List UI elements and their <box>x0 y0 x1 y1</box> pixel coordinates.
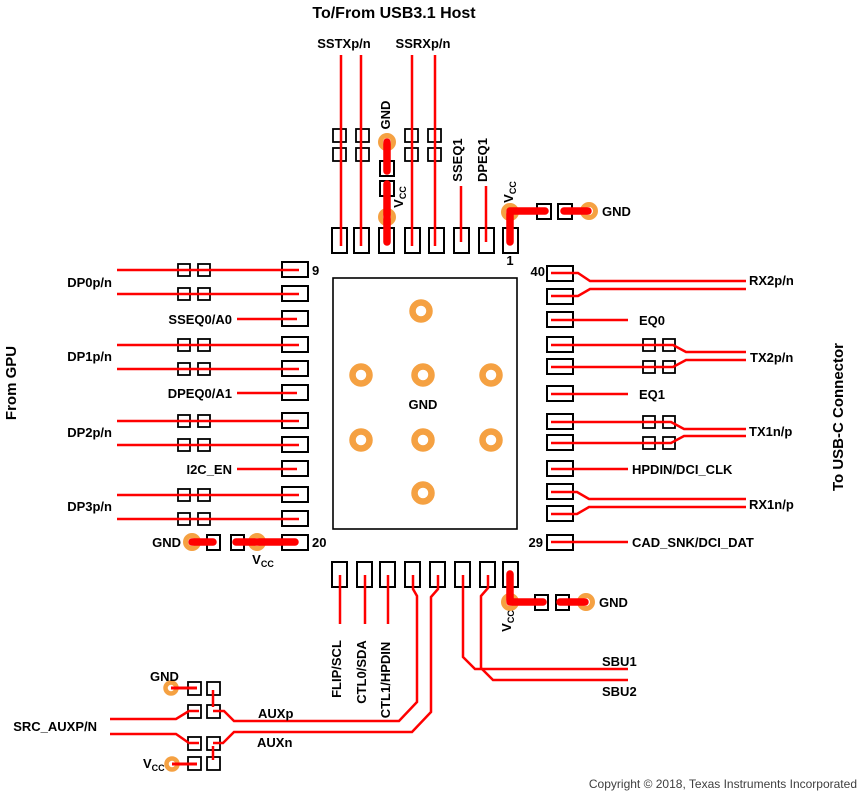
label-gnd-bottom-left: GND <box>152 535 181 550</box>
label-gnd-bottom-right: GND <box>599 595 628 610</box>
label-gnd-top: GND <box>378 101 393 130</box>
label-vcc-top: VCC <box>391 186 408 208</box>
label-dpeq1: DPEQ1 <box>475 138 490 182</box>
label-dp1: DP1p/n <box>67 349 112 364</box>
label-ctl1-hpdin: CTL1/HPDIN <box>378 642 393 719</box>
signal-traces <box>110 55 746 766</box>
label-gnd-top-right: GND <box>602 204 631 219</box>
label-sbu1: SBU1 <box>602 654 637 669</box>
label-flip-scl: FLIP/SCL <box>329 640 344 698</box>
chip-pads-left <box>281 261 309 551</box>
label-hpdin: HPDIN/DCI_CLK <box>632 462 733 477</box>
label-eq1: EQ1 <box>639 387 665 402</box>
label-eq0: EQ0 <box>639 313 665 328</box>
label-vcc-aux: VCC <box>143 756 165 773</box>
label-sbu2: SBU2 <box>602 684 637 699</box>
label-gnd-aux: GND <box>150 669 179 684</box>
label-vcc-pin1: VCC <box>501 181 518 203</box>
label-tx2: TX2p/n <box>750 350 793 365</box>
label-sseq0: SSEQ0/A0 <box>168 312 232 327</box>
label-src-aux: SRC_AUXP/N <box>13 719 97 734</box>
aux-network-pads <box>187 594 570 771</box>
power-traces <box>188 138 592 606</box>
label-dp0: DP0p/n <box>67 275 112 290</box>
ground-vias-chip-center <box>349 299 503 505</box>
label-dp2: DP2p/n <box>67 425 112 440</box>
pin-20: 20 <box>312 535 326 550</box>
label-ctl0-sda: CTL0/SDA <box>354 640 369 704</box>
label-cad-snk: CAD_SNK/DCI_DAT <box>632 535 754 550</box>
chip-pads-right <box>546 265 574 551</box>
label-tx1: TX1n/p <box>749 424 792 439</box>
label-vcc-bottom-right: VCC <box>499 610 516 632</box>
label-rx1: RX1n/p <box>749 497 794 512</box>
label-auxp: AUXp <box>258 706 293 721</box>
cap-pads-left <box>177 263 245 551</box>
label-dpeq0: DPEQ0/A1 <box>168 386 232 401</box>
label-rx2: RX2p/n <box>749 273 794 288</box>
chip-pads-bottom <box>331 561 519 588</box>
label-sstx: SSTXp/n <box>317 36 371 51</box>
label-ssrx: SSRXp/n <box>396 36 451 51</box>
pin-9: 9 <box>312 263 319 278</box>
pin-29: 29 <box>529 535 543 550</box>
pin-40: 40 <box>531 264 545 279</box>
pin-1: 1 <box>506 253 513 268</box>
label-to-usbc: To USB-C Connector <box>830 343 847 491</box>
label-sseq1: SSEQ1 <box>450 138 465 181</box>
label-i2c-en: I2C_EN <box>186 462 232 477</box>
label-auxn: AUXn <box>257 735 292 750</box>
label-chip-gnd: GND <box>409 397 438 412</box>
label-dp3: DP3p/n <box>67 499 112 514</box>
copyright-text: Copyright © 2018, Texas Instruments Inco… <box>589 777 857 791</box>
label-from-gpu: From GPU <box>3 346 20 420</box>
label-vcc-bottom-left: VCC <box>252 552 274 569</box>
title-usb-host: To/From USB3.1 Host <box>312 5 476 22</box>
